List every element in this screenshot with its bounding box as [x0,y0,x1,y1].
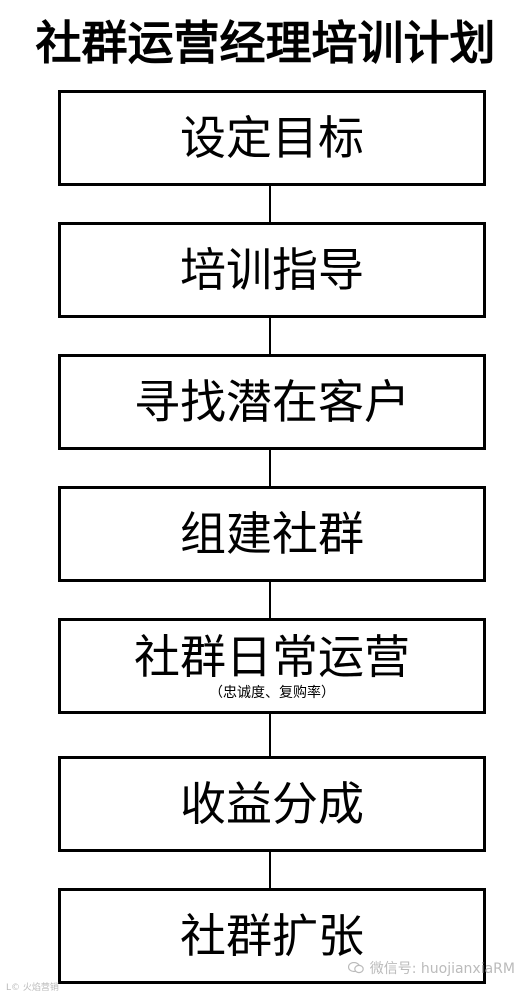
step-label-1: 设定目标 [180,111,364,165]
step-box-1: 设定目标 [58,90,486,186]
watermark-right-text: 微信号: huojianxiaRM [369,961,515,977]
diagram-title: 社群运营经理培训计划 [35,16,496,70]
step-label-2: 培训指导 [180,243,364,297]
step-box-3: 寻找潜在客户 [58,354,486,450]
connector-line-1 [269,186,271,222]
watermark-right: 微信号: huojianxiaRM [347,958,515,978]
step-label-5: 社群日常运营 [134,630,410,684]
step-box-2: 培训指导 [58,222,486,318]
connector-line-2 [269,318,271,354]
wechat-icon [347,961,364,974]
step-box-7: 社群扩张 [58,888,486,984]
watermark-left: L© 火焰营销 [6,983,59,993]
step-label-6: 收益分成 [180,777,364,831]
step-label-3: 寻找潜在客户 [134,375,410,429]
connector-line-5 [269,714,271,756]
connector-line-3 [269,450,271,486]
step-box-4: 组建社群 [58,486,486,582]
step-note-5: （忠诚度、复购率） [209,685,335,701]
step-label-7: 社群扩张 [180,909,364,963]
connector-line-6 [269,852,271,888]
connector-line-4 [269,582,271,618]
step-label-4: 组建社群 [180,507,364,561]
step-box-5: 社群日常运营 （忠诚度、复购率） [58,618,486,714]
step-box-6: 收益分成 [58,756,486,852]
